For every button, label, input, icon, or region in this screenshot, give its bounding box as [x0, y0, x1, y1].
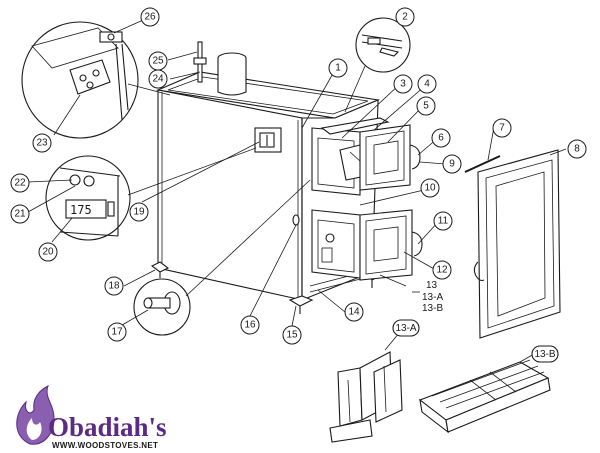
- svg-text:4: 4: [424, 79, 430, 90]
- callout-13b-detail: 13-B: [531, 345, 559, 363]
- callout-18: 18: [104, 276, 124, 296]
- callout-5: 5: [416, 96, 436, 116]
- svg-text:20: 20: [42, 247, 54, 258]
- label-detail-13a: 13-A: [395, 323, 416, 334]
- part-13a-baffle: [329, 351, 403, 443]
- callout-25: 25: [148, 51, 168, 71]
- callout-12: 12: [432, 260, 452, 280]
- svg-text:16: 16: [244, 320, 256, 331]
- detail-latch: [355, 17, 411, 73]
- svg-text:5: 5: [423, 101, 429, 112]
- svg-text:25: 25: [152, 56, 164, 67]
- lower-ash-chamber: [311, 209, 361, 279]
- svg-text:10: 10: [424, 183, 436, 194]
- logo-url: WWW.WOODSTOVES.NET: [52, 441, 158, 450]
- chimney-flue: [217, 52, 247, 96]
- label-part-13: 13: [426, 280, 438, 291]
- temperature-display: 175: [70, 203, 92, 217]
- svg-text:17: 17: [111, 327, 123, 338]
- callout-23: 23: [32, 133, 52, 153]
- control-box: [254, 127, 282, 153]
- callout-11: 11: [433, 211, 453, 231]
- callout-15: 15: [282, 325, 302, 345]
- svg-text:12: 12: [436, 265, 448, 276]
- svg-text:6: 6: [438, 133, 444, 144]
- label-part-13a: 13-A: [422, 292, 443, 303]
- callout-7: 7: [492, 118, 512, 138]
- outer-door-panel: [473, 149, 561, 339]
- svg-text:2: 2: [402, 12, 408, 23]
- lower-door: [359, 209, 423, 281]
- callout-20: 20: [38, 242, 58, 262]
- callout-9: 9: [442, 154, 462, 174]
- detail-top-bracket: [21, 21, 139, 139]
- label-detail-13b: 13-B: [534, 349, 555, 360]
- svg-text:8: 8: [574, 144, 580, 155]
- side-fitting: [292, 214, 300, 226]
- obadiahs-logo: Obadiah's WWW.WOODSTOVES.NET: [16, 385, 167, 450]
- label-part-13b: 13-B: [422, 303, 443, 314]
- svg-text:19: 19: [133, 207, 145, 218]
- svg-text:26: 26: [144, 12, 156, 23]
- svg-text:15: 15: [286, 330, 298, 341]
- svg-text:7: 7: [499, 123, 505, 134]
- svg-text:9: 9: [449, 159, 455, 170]
- svg-text:23: 23: [36, 138, 48, 149]
- svg-text:22: 22: [14, 178, 26, 189]
- callout-14: 14: [344, 302, 364, 322]
- detail-control-panel: 175: [45, 155, 131, 241]
- callout-22: 22: [10, 173, 30, 193]
- upper-door: [359, 124, 421, 191]
- svg-text:18: 18: [108, 281, 120, 292]
- callout-26: 26: [140, 7, 160, 27]
- callout-24: 24: [148, 69, 168, 89]
- callout-17: 17: [107, 322, 127, 342]
- callout-10: 10: [420, 178, 440, 198]
- logo-name: Obadiah's: [48, 412, 167, 442]
- callout-8: 8: [567, 139, 587, 159]
- svg-text:1: 1: [335, 63, 341, 74]
- callout-1: 1: [328, 58, 348, 78]
- flame-icon: [16, 385, 55, 445]
- callout-16: 16: [240, 315, 260, 335]
- callout-4: 4: [417, 74, 437, 94]
- part-13b-grate: [418, 359, 551, 434]
- callout-21: 21: [10, 204, 30, 224]
- aquastat-rod: [193, 41, 207, 83]
- callout-19: 19: [129, 202, 149, 222]
- svg-text:21: 21: [14, 209, 26, 220]
- callout-6: 6: [431, 128, 451, 148]
- callout-13a-detail: 13-A: [392, 319, 420, 337]
- svg-text:14: 14: [348, 307, 360, 318]
- svg-text:3: 3: [400, 79, 406, 90]
- callout-2: 2: [395, 7, 415, 27]
- gasket-strip: [464, 155, 501, 173]
- svg-text:24: 24: [152, 74, 164, 85]
- callout-3: 3: [393, 74, 413, 94]
- svg-text:11: 11: [438, 216, 449, 227]
- detail-plug: [133, 278, 191, 336]
